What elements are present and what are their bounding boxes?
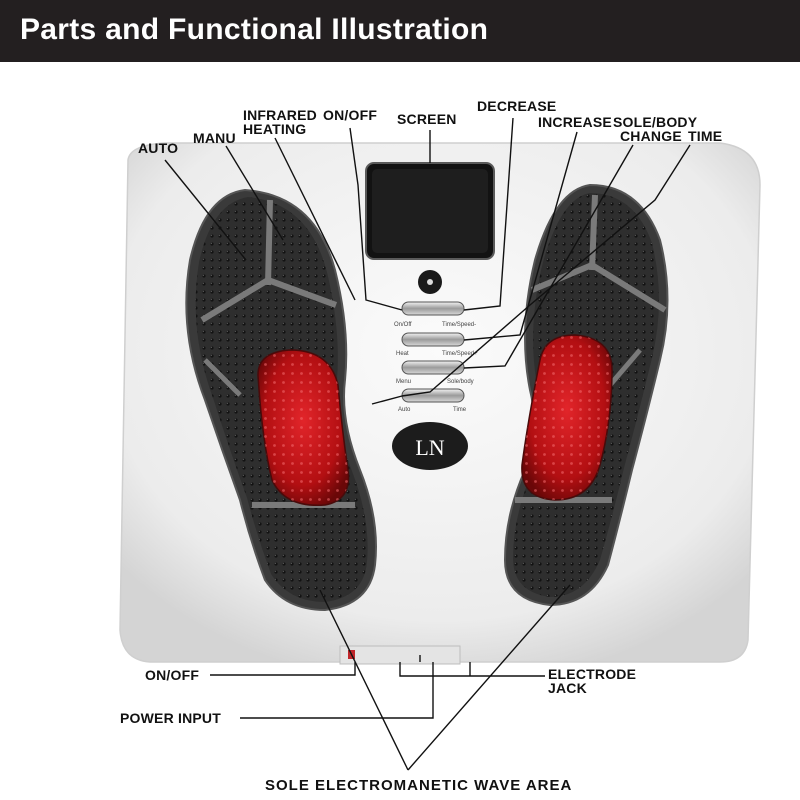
button-caption: Sole/body bbox=[447, 379, 474, 385]
button-menu-solebody bbox=[401, 360, 465, 375]
label-heating: HEATING bbox=[243, 121, 307, 137]
leader-lines bbox=[164, 117, 691, 771]
label-time: TIME bbox=[688, 128, 723, 144]
label-manu: MANU bbox=[193, 130, 236, 146]
button-caption: On/Off bbox=[394, 322, 412, 328]
label-auto: AUTO bbox=[138, 140, 179, 156]
label-sole-body: SOLE/BODY bbox=[613, 114, 698, 130]
brand-logo bbox=[392, 422, 468, 470]
button-caption: Heat bbox=[396, 351, 409, 357]
label-power-input: POWER INPUT bbox=[120, 710, 221, 726]
control-buttons: On/Off Time/Speed- Heat Time/Speed+ Menu… bbox=[394, 301, 478, 413]
right-insole bbox=[503, 183, 669, 607]
page-title: Parts and Functional Illustration bbox=[20, 13, 489, 46]
label-jack: JACK bbox=[548, 680, 587, 696]
label-sole-wave-area: SOLE ELECTROMANETIC WAVE AREA bbox=[265, 777, 573, 794]
label-onoff-bottom: ON/OFF bbox=[145, 667, 200, 683]
label-change: CHANGE bbox=[620, 128, 682, 144]
button-caption: Time/Speed- bbox=[442, 322, 476, 328]
brand-logo-text: LN bbox=[415, 435, 444, 460]
button-caption: Auto bbox=[398, 407, 411, 413]
left-insole bbox=[185, 188, 377, 612]
button-onoff-timespeed-minus bbox=[401, 301, 465, 316]
label-onoff-top: ON/OFF bbox=[323, 107, 378, 123]
label-screen: SCREEN bbox=[397, 111, 457, 127]
header-bar: Parts and Functional Illustration bbox=[0, 0, 800, 62]
button-heat-timespeed-plus bbox=[401, 332, 465, 347]
label-increase: INCREASE bbox=[538, 114, 612, 130]
button-caption: Menu bbox=[396, 379, 411, 385]
button-caption: Time bbox=[453, 407, 467, 413]
label-electrode: ELECTRODE bbox=[548, 666, 637, 682]
button-auto-time bbox=[401, 388, 465, 403]
button-caption: Time/Speed+ bbox=[442, 351, 478, 357]
label-infrared: INFRARED bbox=[243, 107, 317, 123]
label-decrease: DECREASE bbox=[477, 98, 557, 114]
